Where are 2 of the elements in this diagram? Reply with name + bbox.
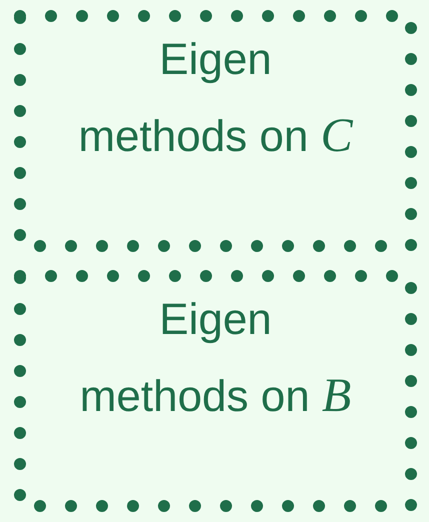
box-title: Eigen methods on C xyxy=(77,34,354,164)
box-title: Eigen methods on B xyxy=(78,294,352,424)
